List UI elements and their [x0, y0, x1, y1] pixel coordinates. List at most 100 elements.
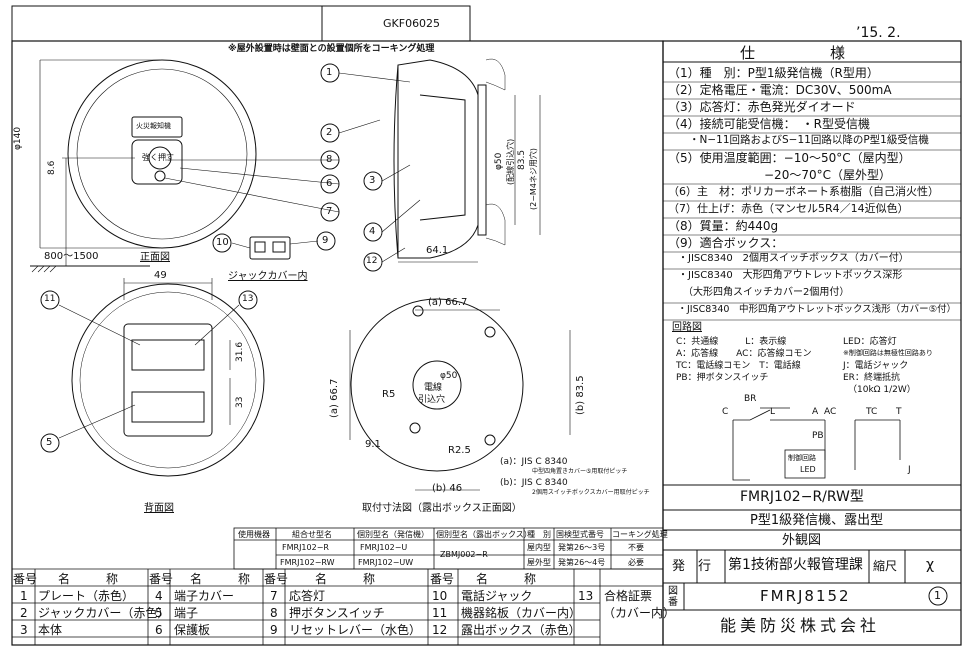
dim-height: 800～1500: [44, 251, 99, 262]
circuit-label-pb: PB: [812, 431, 824, 441]
mount-dim-r5: R5: [382, 389, 396, 400]
circuit-label-tc: TC: [866, 407, 878, 417]
mount-note-b: (b)：JIS C 8340: [500, 478, 568, 488]
back-view-label: 背面図: [144, 503, 174, 514]
back-view-drawing: [40, 278, 265, 477]
usage-cell: 発第26～4号: [558, 558, 606, 567]
parts-header-no: 番号: [430, 572, 455, 586]
callout-7: 7: [326, 206, 333, 217]
callout-4: 4: [369, 226, 376, 237]
usage-cell: FMRJ102−RW: [280, 558, 335, 567]
part-name: 端子: [174, 606, 199, 620]
mount-hole-label-1: 電線: [424, 383, 443, 393]
part-name: 電話ジャック: [461, 589, 533, 603]
part-no: 5: [155, 606, 163, 620]
scale-label: 縮尺: [873, 559, 898, 573]
part-name: （カバー内）: [603, 606, 676, 620]
callout-2: 2: [326, 127, 333, 138]
parts-header-name: 名 称: [476, 572, 537, 586]
spec-row: （6）主 材：ポリカーボネート系樹脂（自己消火性）: [668, 185, 939, 198]
part-no: 6: [155, 623, 163, 637]
spec-row: （5）使用温度範囲：−10～50°C（屋内型）: [668, 151, 911, 165]
circuit-label-l: L: [770, 407, 776, 417]
parts-header-name: 名 称: [315, 572, 376, 586]
scale-value: χ: [926, 557, 935, 573]
mount-note-b2: 2個用スイッチボックスカバー用取付ピッチ: [532, 489, 650, 496]
circuit-label-ac: AC: [824, 407, 837, 417]
jack-cover-drawing: [212, 231, 336, 260]
doc-code: GKF06025: [383, 17, 441, 30]
side-dim-phi50: φ50: [494, 152, 504, 170]
mount-dim-a-top: (a) 66.7: [428, 297, 468, 308]
circuit-label-led: LED: [800, 465, 816, 474]
dept: 第1技術部火報管理課: [728, 557, 863, 573]
mount-note-a2: 中型四角置きカバー⑤用取付ピッチ: [532, 468, 628, 475]
usage-header: 個別型名（露出ボックス）: [436, 530, 532, 539]
spec-row: ・JISC8340 大形四角アウトレットボックス深形: [668, 270, 903, 281]
circuit-legend-right: ※制御回路は無極性回路あり: [843, 349, 933, 357]
circuit-legend-right: LED：応答灯: [843, 337, 897, 347]
spec-row: ・JISC8340 中形四角アウトレットボックス浅形（カバー⑤付）: [668, 304, 957, 315]
usage-header: 組合せ型名: [292, 530, 332, 539]
part-name: リセットレバー（水色）: [289, 623, 422, 637]
button-label: 強く押す: [142, 153, 174, 162]
parts-header-no: 番号: [264, 572, 289, 586]
circuit-legend-right: （10kΩ 1/2W）: [848, 385, 916, 395]
usage-cell: 屋内型: [527, 543, 551, 552]
part-name: 押ボタンスイッチ: [289, 606, 385, 620]
part-name: 機器銘板（カバー内）: [461, 606, 582, 620]
callout-10: 10: [216, 237, 229, 248]
part-name: 保護板: [174, 623, 211, 637]
part-no: 3: [20, 623, 28, 637]
mount-dim-b-right: (b) 83.5: [575, 375, 586, 415]
part-no: 7: [270, 589, 278, 603]
circuit-label-ctrl: 制御回路: [788, 454, 816, 462]
callout-3: 3: [369, 175, 376, 186]
parts-header-name: 名 称: [58, 572, 119, 586]
part-name: 合格証票: [604, 589, 653, 603]
note-top: ※屋外設置時は壁面との設置個所をコーキング処理: [228, 44, 435, 54]
part-no: 10: [432, 589, 448, 603]
part-name: 露出ボックス（赤色）: [461, 623, 581, 637]
date: ’15. 2.: [856, 25, 901, 41]
part-no: 1: [20, 589, 28, 603]
part-no: 2: [20, 606, 28, 620]
company-name: 能美防災株式会社: [720, 616, 881, 635]
usage-cell: 不要: [628, 543, 644, 552]
front-view-drawing: [30, 59, 257, 273]
usage-header: 使用機器: [238, 530, 270, 539]
spec-row: （4）接続可能受信機： ・R型受信機: [668, 117, 870, 131]
issue-label: 発 行: [672, 559, 712, 574]
usage-header: コーキング処理: [612, 530, 668, 539]
callout-13: 13: [242, 294, 254, 304]
dim-8-6: 8.6: [47, 160, 57, 175]
part-no: 4: [155, 589, 163, 603]
front-view-label: 正面図: [140, 252, 170, 263]
parts-header-no: 番号: [149, 572, 174, 586]
circuit-legend-right: ER：終端抵抗: [843, 373, 900, 383]
circuit-legend-right: J：電話ジャック: [843, 361, 909, 371]
mount-view-label: 取付寸法図（露出ボックス正面図）: [362, 503, 522, 514]
callout-6: 6: [326, 178, 333, 189]
side-dim-64-1: 64.1: [426, 245, 449, 256]
title-model: FMRJ102−R/RW型: [740, 489, 864, 505]
parts-header-name: 名 称: [190, 572, 251, 586]
usage-header: 国検型式番号: [556, 530, 604, 539]
circuit-legend: A：応答線 AC：応答線コモン: [676, 349, 812, 359]
spec-row: （2）定格電圧・電流：DC30V、500mA: [668, 83, 892, 97]
usage-cell: FMRJ102−R: [282, 543, 329, 552]
back-dim-33: 33: [235, 396, 245, 408]
callout-12: 12: [366, 256, 378, 266]
mount-hole-label-2: 引込穴: [418, 395, 446, 405]
part-no: 13: [578, 589, 594, 603]
usage-header: 種 別: [527, 530, 551, 539]
part-no: 12: [432, 623, 448, 637]
mount-dim-r2-5: R2.5: [448, 445, 471, 456]
side-dim-phi50-note: (配線引込穴): [506, 138, 515, 185]
mount-dim-phi50: φ50: [440, 371, 458, 381]
spec-title: 仕 様: [740, 44, 846, 62]
mount-note-a: (a)：JIS C 8340: [500, 457, 568, 467]
part-no: 8: [270, 606, 278, 620]
callout-9: 9: [322, 235, 329, 246]
